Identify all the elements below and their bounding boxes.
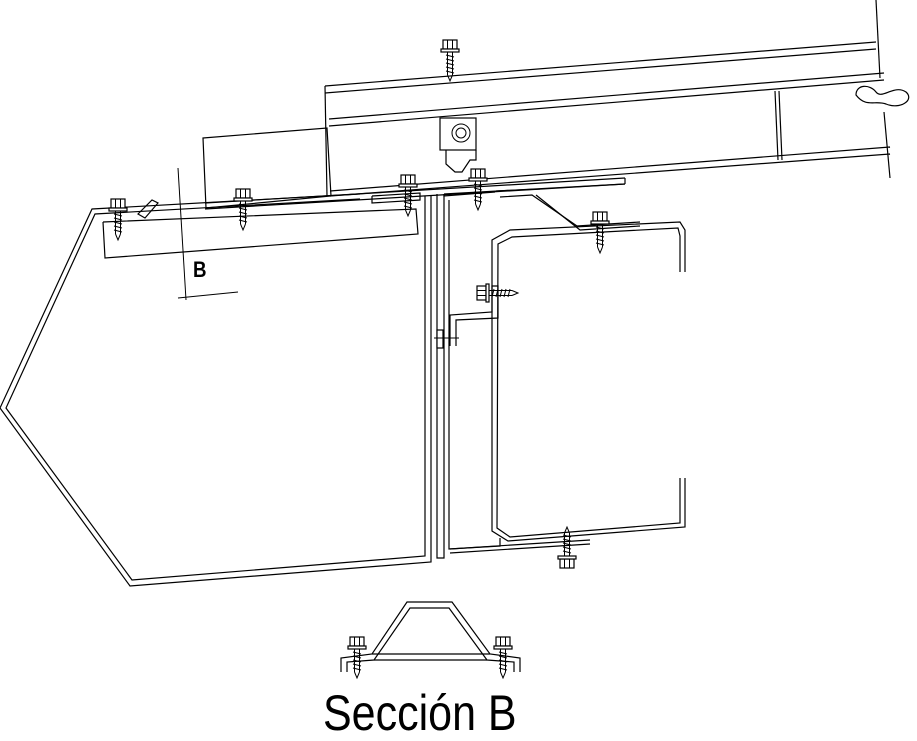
roof-panel-assembly <box>202 0 910 209</box>
c-channel-purlin <box>449 221 686 554</box>
section-title: Sección B <box>323 685 517 741</box>
vertical-bracket <box>434 183 626 559</box>
section-cut-marker <box>177 167 239 301</box>
section-b-profile <box>340 601 521 679</box>
section-marker-label: B <box>193 257 207 282</box>
fascia-profile <box>0 193 432 587</box>
